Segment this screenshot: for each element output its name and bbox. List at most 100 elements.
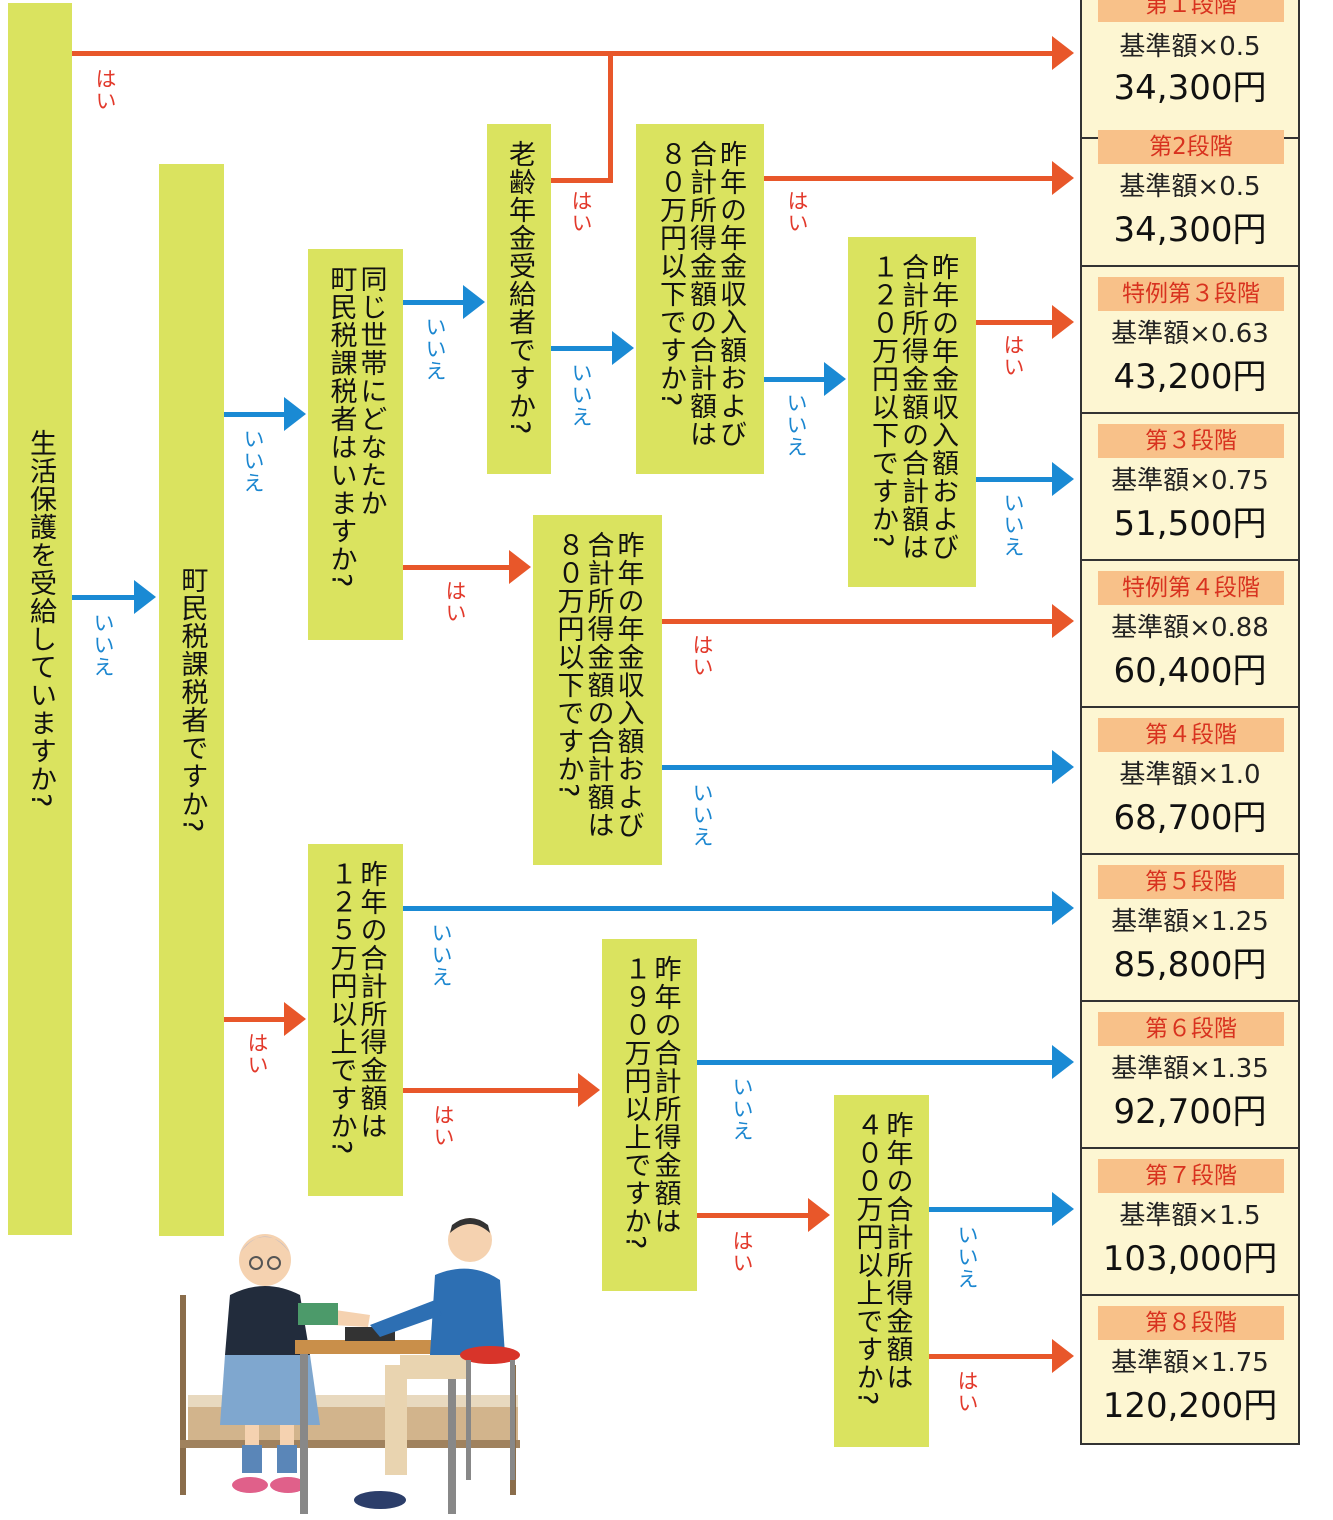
- tier-7: 第７段階 基準額×1.5 103,000円: [1082, 1149, 1298, 1296]
- yes-arrow-line: [662, 619, 1054, 624]
- tier-amount: 120,200円: [1102, 1386, 1278, 1426]
- no-arrow-line: [72, 595, 136, 600]
- tier-name: 特例第４段階: [1098, 571, 1284, 605]
- no-label: いいえ: [423, 316, 447, 382]
- yes-label: はい: [431, 1104, 455, 1148]
- yes-arrow-head: [808, 1198, 830, 1232]
- no-label: いいえ: [91, 612, 115, 678]
- no-arrow-head: [1052, 891, 1074, 925]
- tier-amount: 92,700円: [1113, 1092, 1267, 1132]
- question-income-125: 昨年の合計所得金額は １２５万円以上ですか?: [308, 844, 403, 1196]
- tier-3: 第３段階 基準額×0.75 51,500円: [1082, 414, 1298, 561]
- no-label: いいえ: [241, 428, 265, 494]
- tier-multiplier: 基準額×0.75: [1111, 466, 1269, 496]
- yes-arrow-head: [284, 1002, 306, 1036]
- tier-multiplier: 基準額×1.5: [1119, 1201, 1261, 1231]
- tier-name: 第１段階: [1098, 0, 1284, 22]
- question-text: 老齢年金受給者ですか?: [504, 140, 535, 436]
- question-welfare: 生活保護を受給していますか?: [8, 3, 72, 1235]
- tier-6: 第６段階 基準額×1.35 92,700円: [1082, 1002, 1298, 1149]
- yes-arrow-line: [764, 176, 1054, 181]
- question-text-line: 合計所得金額の合計額は: [582, 531, 614, 839]
- no-arrow-line: [976, 477, 1054, 482]
- tier-name: 第５段階: [1098, 865, 1284, 899]
- tier-multiplier: 基準額×0.5: [1119, 32, 1261, 62]
- yes-arrow-head: [1052, 1339, 1074, 1373]
- tier-1: 第１段階 基準額×0.5 34,300円: [1082, 0, 1298, 139]
- yes-arrow-line: [697, 1213, 810, 1218]
- yes-arrow-head: [1052, 604, 1074, 638]
- yes-arrow-line: [976, 320, 1054, 325]
- no-label: いいえ: [955, 1224, 979, 1290]
- tier-amount: 51,500円: [1113, 504, 1267, 544]
- no-arrow-line: [662, 765, 1054, 770]
- tier-2: 第2段階 基準額×0.5 34,300円: [1082, 120, 1298, 267]
- tier-name: 第８段階: [1098, 1306, 1284, 1340]
- question-text-line: ８０万円以下ですか?: [552, 531, 584, 799]
- tier-multiplier: 基準額×1.75: [1111, 1348, 1269, 1378]
- yes-arrow-head: [1052, 305, 1074, 339]
- tier-amount: 103,000円: [1102, 1239, 1278, 1279]
- question-text-line: １２５万円以上ですか?: [325, 860, 357, 1156]
- tier-multiplier: 基準額×0.5: [1119, 172, 1261, 202]
- no-label: いいえ: [730, 1076, 754, 1142]
- tier-amount: 43,200円: [1113, 357, 1267, 397]
- no-arrow-line: [697, 1060, 1054, 1065]
- no-arrow-head: [612, 331, 634, 365]
- no-label: いいえ: [784, 392, 808, 458]
- question-income-120: 昨年の年金収入額および 合計所得金額の合計額は １２０万円以下ですか?: [848, 237, 976, 587]
- question-text-line: ８０万円以下ですか?: [655, 140, 686, 408]
- yes-arrow-head: [509, 550, 531, 584]
- question-text-line: 昨年の合計所得金額は: [355, 860, 387, 1140]
- question-text-line: 町民税課税者はいますか?: [325, 265, 357, 589]
- no-arrow-line: [224, 412, 286, 417]
- yes-label: はい: [245, 1032, 269, 1076]
- tier-name: 第６段階: [1098, 1012, 1284, 1046]
- tier-name: 第2段階: [1098, 130, 1284, 164]
- tier-name: 特例第３段階: [1098, 277, 1284, 311]
- no-label: いいえ: [1001, 492, 1025, 558]
- question-text-line: 昨年の年金収入額および: [612, 531, 644, 839]
- no-arrow-head: [1052, 1045, 1074, 1079]
- no-arrow-head: [284, 397, 306, 431]
- no-arrow-head: [1052, 462, 1074, 496]
- premium-tier-panel: 第１段階 基準額×0.5 34,300円 第2段階 基準額×0.5 34,300…: [1080, 0, 1300, 1445]
- question-text-line: 昨年の合計所得金額は: [649, 955, 681, 1235]
- yes-arrow-head: [1052, 36, 1074, 70]
- tier-8: 第８段階 基準額×1.75 120,200円: [1082, 1296, 1298, 1443]
- no-arrow-line: [403, 906, 1054, 911]
- tier-multiplier: 基準額×1.25: [1111, 907, 1269, 937]
- question-text-line: 同じ世帯にどなたか: [355, 265, 387, 517]
- no-arrow-line: [551, 346, 614, 351]
- question-text: 生活保護を受給していますか?: [25, 429, 56, 809]
- tier-amount: 60,400円: [1113, 651, 1267, 691]
- yes-label: はい: [93, 68, 117, 112]
- yes-label: はい: [955, 1370, 979, 1414]
- elderly-woman-blood-pressure-check-illustration: [180, 1218, 520, 1514]
- tier-4-special: 特例第４段階 基準額×0.88 60,400円: [1082, 561, 1298, 708]
- question-text-line: 合計所得金額の合計額は: [685, 140, 716, 448]
- yes-arrow-line: [403, 1088, 580, 1093]
- no-arrow-head: [1052, 1192, 1074, 1226]
- tier-name: 第４段階: [1098, 718, 1284, 752]
- tier-amount: 68,700円: [1113, 798, 1267, 838]
- no-arrow-head: [1052, 750, 1074, 784]
- no-label: いいえ: [429, 922, 453, 988]
- no-label: いいえ: [690, 782, 714, 848]
- yes-label: はい: [443, 580, 467, 624]
- tier-name: 第３段階: [1098, 424, 1284, 458]
- yes-arrow-line: [608, 53, 613, 183]
- no-arrow-line: [764, 377, 826, 382]
- no-arrow-line: [403, 300, 465, 305]
- yes-label: はい: [690, 634, 714, 678]
- tier-multiplier: 基準額×1.35: [1111, 1054, 1269, 1084]
- question-text-line: 昨年の年金収入額および: [715, 140, 746, 448]
- no-arrow-head: [463, 285, 485, 319]
- question-text-line: 昨年の合計所得金額は: [881, 1111, 913, 1391]
- no-label: いいえ: [569, 362, 593, 428]
- yes-arrow-line: [72, 51, 1054, 56]
- question-pension-recipient: 老齢年金受給者ですか?: [487, 124, 551, 474]
- question-income-80-taxed-household: 昨年の年金収入額および 合計所得金額の合計額は ８０万円以下ですか?: [533, 515, 662, 865]
- tier-amount: 34,300円: [1113, 210, 1267, 250]
